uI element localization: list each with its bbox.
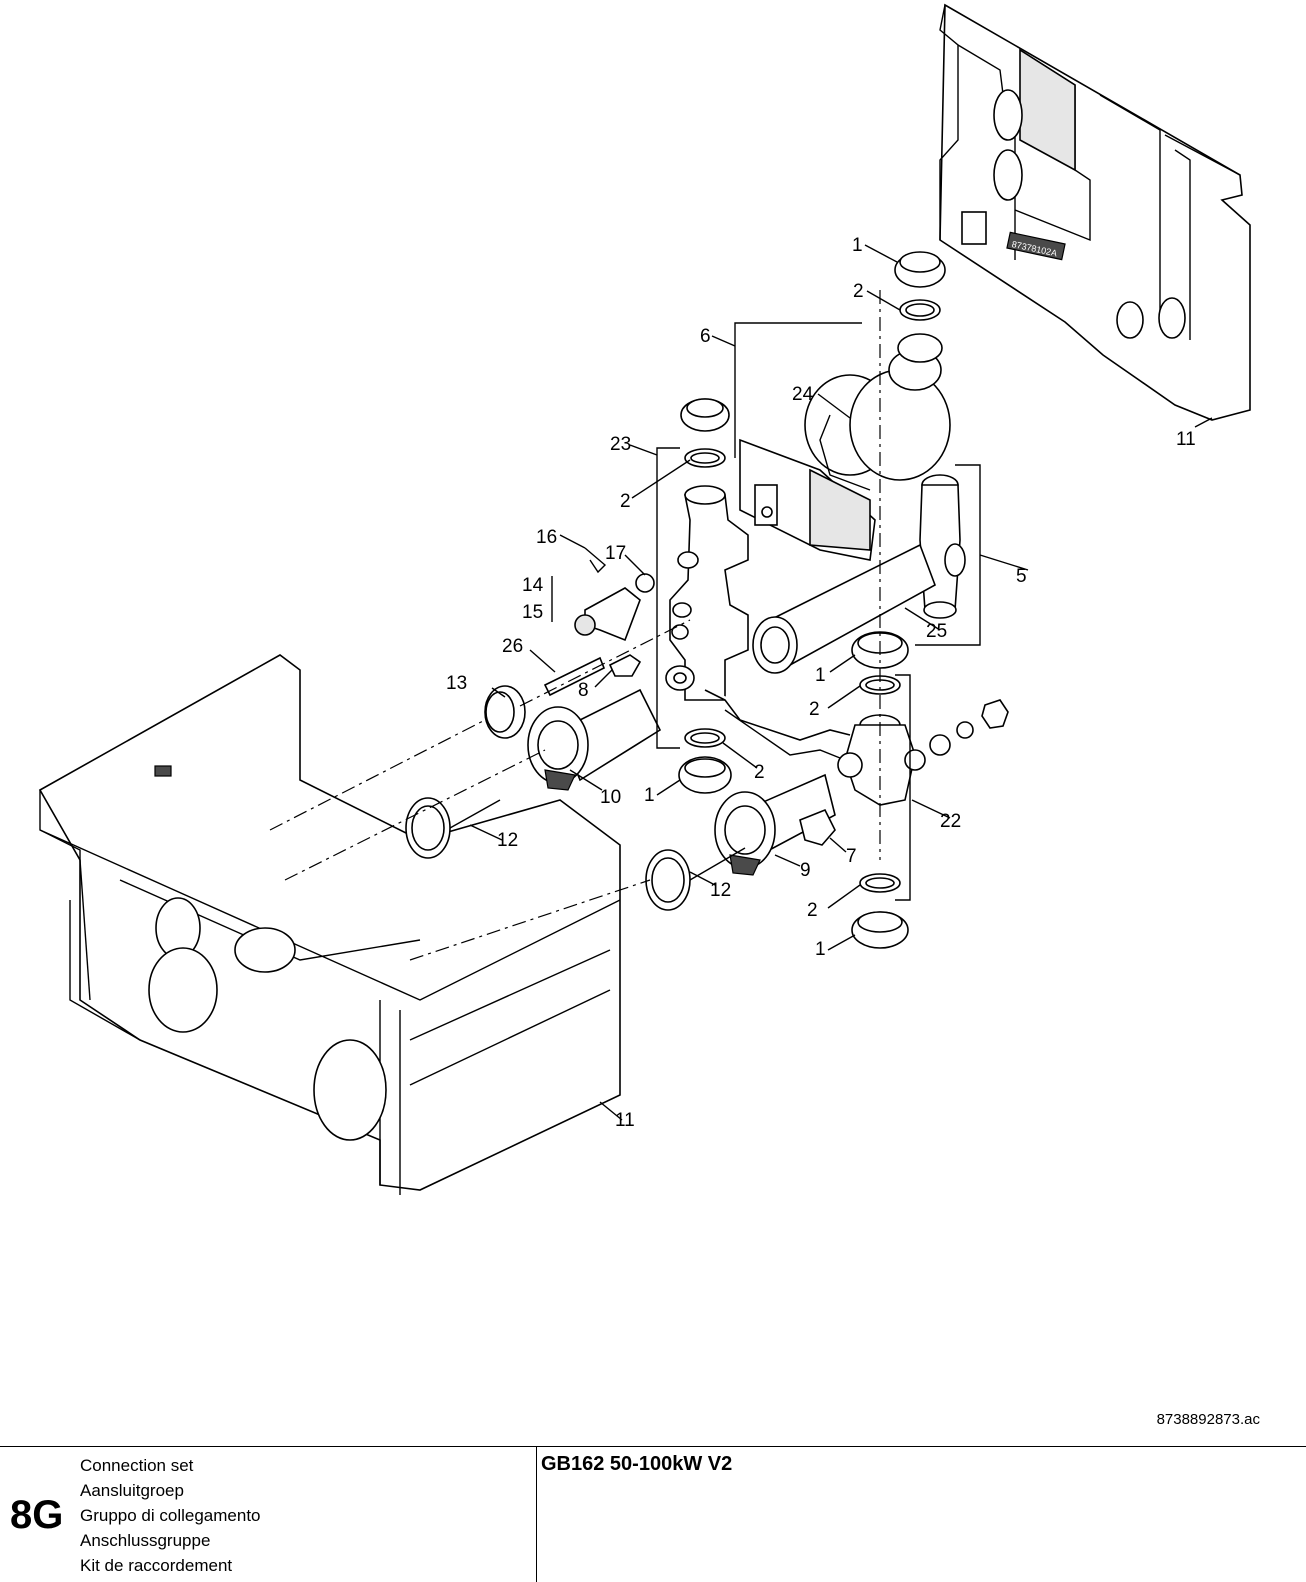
wall-plate-part-11: 87378102A bbox=[939, 3, 1251, 421]
connector-part-5 bbox=[919, 474, 966, 619]
thermometer-part-12-right bbox=[645, 847, 746, 911]
label-10: 10 bbox=[600, 787, 621, 808]
pump-part-24 bbox=[739, 333, 951, 561]
grouping-brackets bbox=[551, 322, 981, 901]
label-6: 6 bbox=[700, 326, 711, 347]
multilingual-titles: Connection set Aansluitgroep Gruppo di c… bbox=[80, 1453, 261, 1578]
manifold-part-23 bbox=[665, 398, 749, 701]
label-12-right: 12 bbox=[710, 880, 731, 901]
label-22: 22 bbox=[940, 811, 961, 832]
small-parts-left bbox=[543, 547, 655, 697]
label-17: 17 bbox=[605, 543, 626, 564]
label-8: 8 bbox=[578, 680, 589, 701]
sleeve-part-9 bbox=[714, 773, 836, 876]
document-number: 8738892873.ac bbox=[1156, 1411, 1260, 1428]
label-5: 5 bbox=[1016, 566, 1027, 587]
title-french: Kit de raccordement bbox=[80, 1556, 233, 1575]
label-15: 15 bbox=[522, 602, 543, 623]
footer-title-block: 8G Connection set Aansluitgroep Gruppo d… bbox=[0, 1446, 1306, 1582]
label-26: 26 bbox=[502, 636, 523, 657]
left-lower-nut-rings bbox=[678, 728, 732, 794]
label-2-lower: 2 bbox=[754, 762, 765, 783]
assembly-axis-lines bbox=[269, 290, 881, 961]
leader-lines bbox=[469, 244, 1213, 1121]
sleeve-part-10 bbox=[527, 688, 662, 791]
label-25: 25 bbox=[926, 621, 947, 642]
lower-housing-part-11 bbox=[38, 654, 621, 1195]
thermometer-part-12-left bbox=[405, 797, 501, 859]
bottom-nut-rings bbox=[851, 873, 909, 949]
label-16: 16 bbox=[536, 527, 557, 548]
title-dutch: Aansluitgroep bbox=[80, 1481, 184, 1500]
label-24: 24 bbox=[792, 384, 814, 405]
gauge-part-13 bbox=[484, 685, 526, 739]
label-9: 9 bbox=[800, 860, 811, 881]
label-2-top: 2 bbox=[853, 281, 864, 302]
title-italian: Gruppo di collegamento bbox=[80, 1506, 261, 1525]
pipe-part-25 bbox=[752, 543, 936, 674]
label-1-mid: 1 bbox=[815, 665, 826, 686]
label-2-bottom: 2 bbox=[807, 900, 818, 921]
label-14: 14 bbox=[522, 575, 544, 596]
title-english: Connection set bbox=[80, 1456, 194, 1475]
label-11-right: 11 bbox=[1176, 429, 1196, 450]
label-2-upper: 2 bbox=[620, 491, 631, 512]
exploded-parts-diagram: 87378102A bbox=[38, 3, 1251, 1195]
label-1-top: 1 bbox=[852, 235, 863, 256]
label-1-bottom: 1 bbox=[815, 939, 826, 960]
part-number-labels: 1 2 6 24 11 23 2 16 17 14 15 5 25 26 1 1… bbox=[446, 235, 1196, 1131]
model-name: GB162 50-100kW V2 bbox=[541, 1453, 733, 1475]
label-13: 13 bbox=[446, 673, 467, 694]
footer-divider bbox=[536, 1447, 537, 1582]
label-2-mid: 2 bbox=[809, 699, 820, 720]
top-nut-ring bbox=[894, 251, 946, 321]
label-11-bottom: 11 bbox=[615, 1110, 635, 1131]
label-23: 23 bbox=[610, 434, 631, 455]
label-7: 7 bbox=[846, 846, 857, 867]
section-code: 8G bbox=[10, 1493, 64, 1537]
label-12-left: 12 bbox=[497, 830, 518, 851]
label-1-left: 1 bbox=[644, 785, 655, 806]
small-fittings-right bbox=[929, 699, 1009, 756]
valve-assembly-part-22 bbox=[704, 689, 926, 806]
title-german: Anschlussgruppe bbox=[80, 1531, 211, 1550]
